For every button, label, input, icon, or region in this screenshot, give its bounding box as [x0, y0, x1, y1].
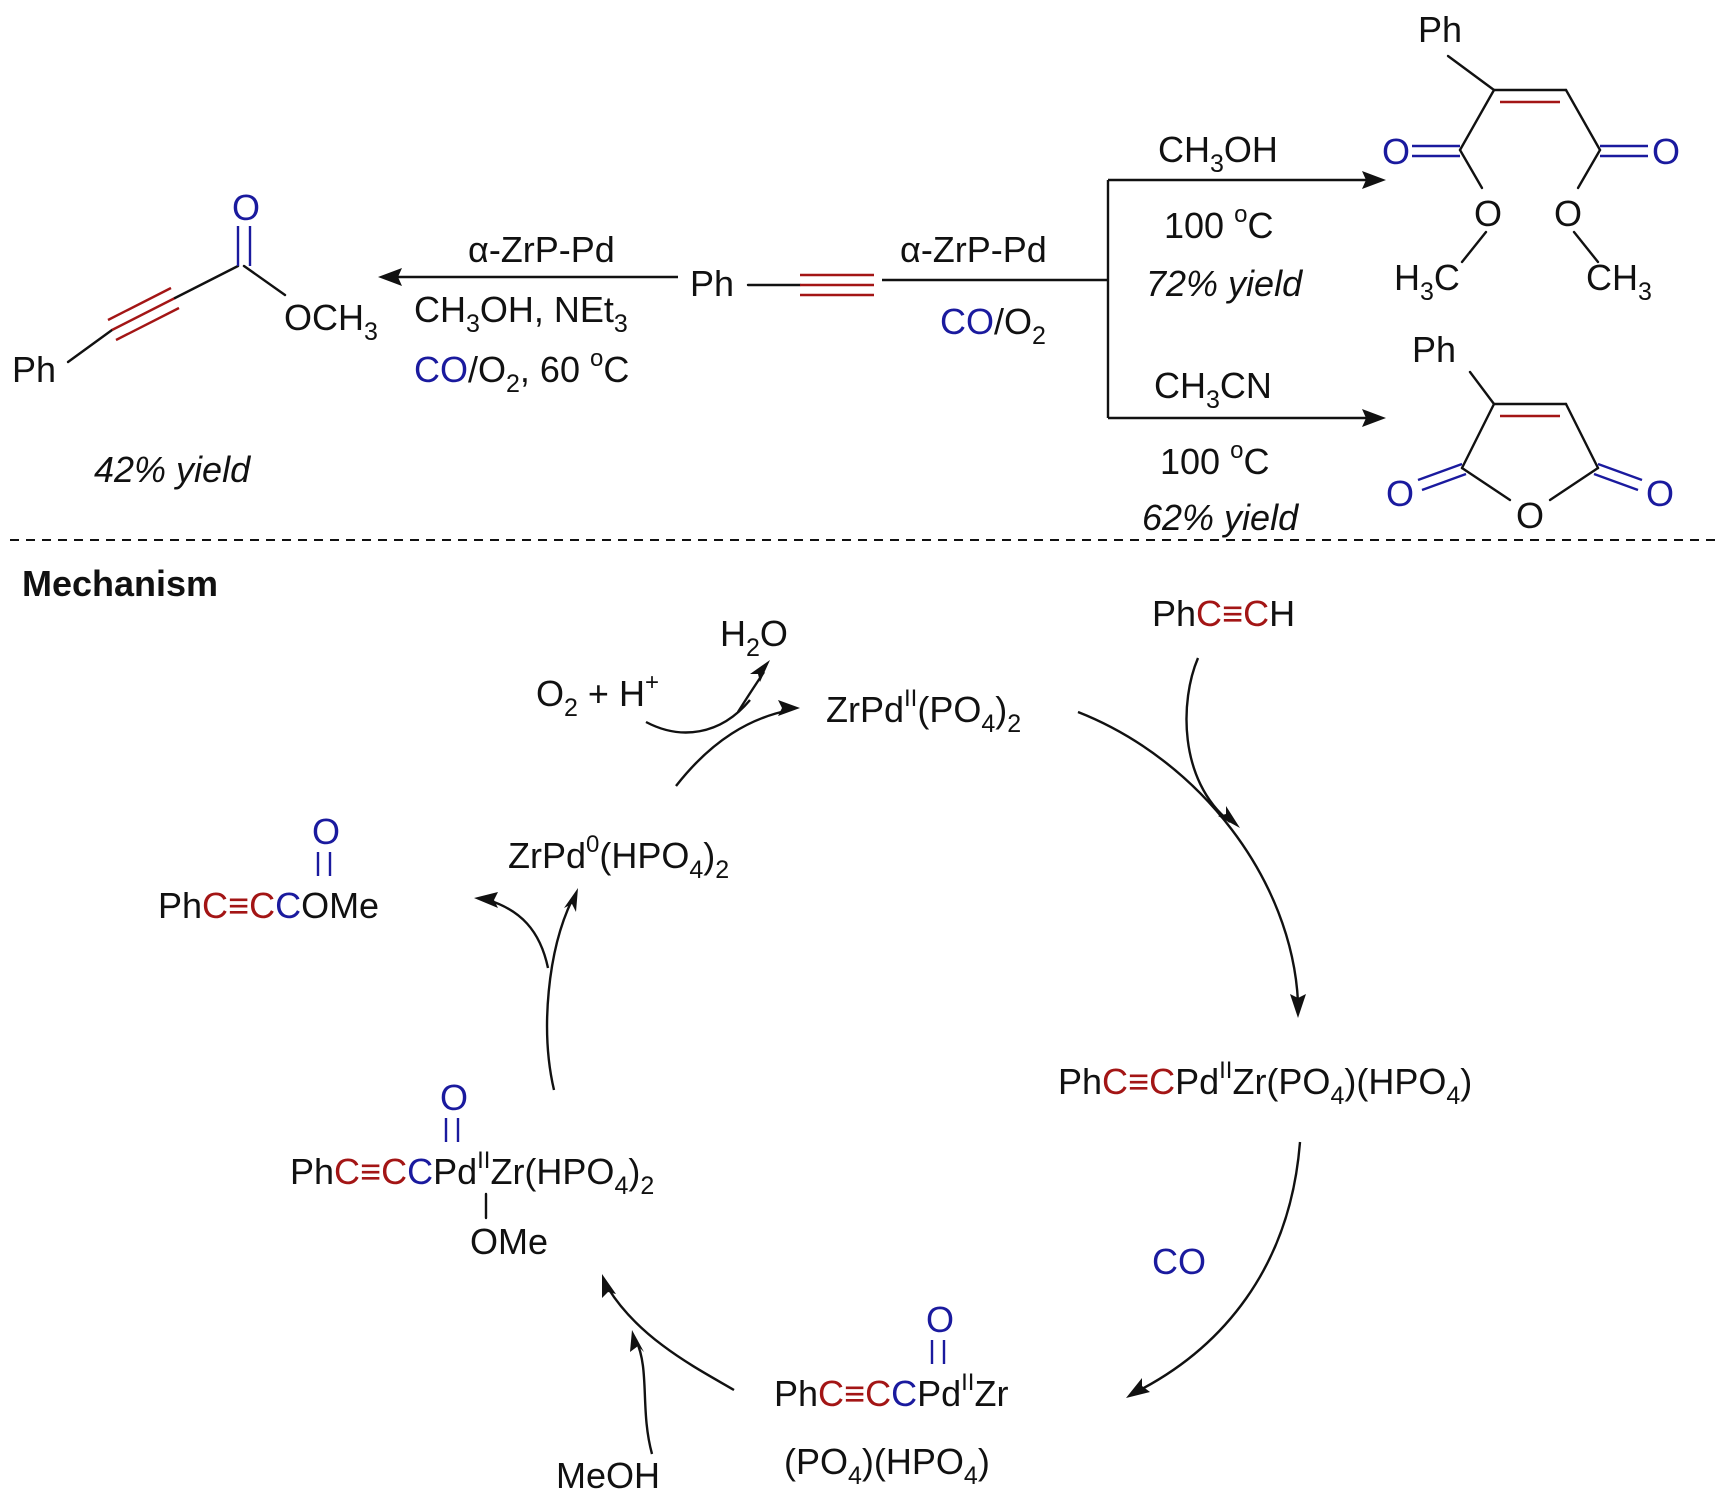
right-reaction-arrows — [882, 171, 1386, 427]
upper-solvent: CH3OH — [1158, 129, 1278, 178]
anhydride-o-right: O — [1646, 473, 1674, 514]
mech-phenylacetylene: PhC≡CH — [1152, 593, 1295, 634]
upper-yield: 72% yield — [1146, 263, 1303, 304]
anhydride-ring-bottom-right — [1548, 466, 1600, 502]
mech-co-label: CO — [1152, 1241, 1206, 1282]
triple-bond-line-1 — [111, 296, 176, 332]
bond-ph-c — [66, 328, 114, 364]
left-reaction-arrow — [378, 268, 678, 286]
mech-water: H2O — [720, 613, 788, 662]
bond-c-carbonyl — [173, 264, 240, 300]
left-product-ph: Ph — [12, 349, 56, 390]
diester-right-o-me — [1572, 230, 1600, 264]
bond-c-ome — [242, 264, 287, 297]
left-catalyst: α-ZrP-Pd — [468, 229, 615, 270]
anhydride-o-left: O — [1386, 473, 1414, 514]
triple-bond-line-3 — [115, 306, 180, 342]
left-conditions: α-ZrP-Pd CH3OH, NEt3 CO/O2, 60 oC — [414, 229, 629, 398]
arrow-meoh-in — [634, 1339, 654, 1455]
lower-yield: 62% yield — [1142, 497, 1299, 538]
anhydride-co-right-1 — [1597, 462, 1643, 482]
mech-ester-product: O PhC≡CCOMe — [158, 811, 379, 926]
diester-ch3: CH3 — [1586, 257, 1652, 306]
anhydride-co-left-1 — [1417, 462, 1463, 482]
diester-bond-left-carbonyl — [1458, 88, 1496, 152]
mech-ester-o: O — [312, 811, 340, 852]
diester-bond-right-carbonyl — [1564, 88, 1602, 152]
mech-methoxy-o: O — [440, 1077, 468, 1118]
diester-ring-o-right: O — [1554, 193, 1582, 234]
anhydride-co-left-2 — [1421, 472, 1467, 492]
left-product-och3: OCH3 — [284, 297, 378, 346]
mech-pd2-species: ZrPdII(PO4)2 — [826, 685, 1021, 738]
mech-methoxy-pd: O PhC≡CCPdIIZr(HPO4)2 OMe — [290, 1077, 654, 1262]
left-product-carbonyl-o: O — [232, 187, 260, 228]
diester-right-c-o — [1576, 148, 1602, 190]
mech-arrows — [474, 657, 1306, 1455]
diester-left-o-me — [1460, 230, 1488, 264]
right-gas: CO/O2 — [940, 301, 1046, 350]
left-solvent: CH3OH, NEt3 — [414, 289, 628, 338]
mech-oxidant: O2 + H+ — [536, 669, 659, 722]
mech-alkynyl-pd: PhC≡CPdIIZr(PO4)(HPO4) — [1058, 1057, 1472, 1110]
arrow-oxidant-in — [645, 699, 751, 734]
diester-ph: Ph — [1418, 9, 1462, 50]
right-catalyst: α-ZrP-Pd — [900, 229, 1047, 270]
arrow-pd2-to-alkynyl — [1077, 710, 1300, 1003]
upper-temp: 100 oC — [1164, 201, 1273, 246]
anhydride-ph: Ph — [1412, 329, 1456, 370]
mech-acyl-formula: PhC≡CCPdIIZr — [774, 1369, 1008, 1414]
anhydride-ring-bottom-left — [1460, 466, 1512, 502]
arrow-pd0-to-pd2 — [675, 708, 791, 787]
anhydride-structure: Ph O O O — [1386, 329, 1674, 536]
left-product-structure: Ph O OCH3 42% yield — [12, 187, 378, 490]
anhydride-ring-left — [1460, 402, 1496, 470]
diester-ring-o-left: O — [1474, 193, 1502, 234]
substrate-structure: Ph — [690, 263, 874, 304]
mech-acyl-o: O — [926, 1299, 954, 1340]
arrow-alkyne-in — [1185, 657, 1231, 823]
diester-o-left: O — [1382, 131, 1410, 172]
mech-acyl-pd: O PhC≡CCPdIIZr (PO4)(HPO4) — [774, 1299, 1008, 1490]
lower-temp: 100 oC — [1160, 437, 1269, 482]
anhydride-bond-ph — [1468, 370, 1496, 406]
diester-h3c: H3C — [1394, 257, 1460, 306]
diester-left-c-o — [1458, 148, 1484, 190]
arrow-ester-out — [487, 898, 550, 969]
diester-o-right: O — [1652, 131, 1680, 172]
mech-acyl-line2: (PO4)(HPO4) — [784, 1441, 990, 1490]
anhydride-co-right-2 — [1593, 472, 1639, 492]
lower-solvent: CH3CN — [1154, 365, 1272, 414]
anhydride-ring-o: O — [1516, 495, 1544, 536]
arrow-acyl-to-methoxy — [606, 1287, 735, 1392]
mech-meoh: MeOH — [556, 1455, 660, 1496]
arrow-methoxy-to-pd0 — [545, 899, 574, 1091]
mech-ester-formula: PhC≡CCOMe — [158, 885, 379, 926]
substrate-ph: Ph — [690, 263, 734, 304]
diester-bond-ph — [1446, 54, 1496, 92]
upper-branch-conditions: CH3OH 100 oC 72% yield — [1146, 129, 1303, 304]
mech-methoxy-formula: PhC≡CCPdIIZr(HPO4)2 — [290, 1147, 654, 1200]
triple-bond-line-2 — [107, 286, 172, 322]
right-conditions: α-ZrP-Pd CO/O2 — [900, 229, 1047, 350]
mech-methoxy-ome: OMe — [470, 1221, 548, 1262]
diester-structure: Ph O O O O H3C CH3 — [1382, 9, 1680, 306]
arrow-alkynyl-to-acyl — [1139, 1141, 1302, 1392]
left-product-yield: 42% yield — [94, 449, 251, 490]
mechanism-heading: Mechanism — [22, 563, 218, 604]
mech-pd0-species: ZrPd0(HPO4)2 — [508, 831, 729, 884]
anhydride-ring-right — [1564, 402, 1600, 470]
lower-branch-conditions: CH3CN 100 oC 62% yield — [1142, 365, 1299, 538]
left-gas-temp: CO/O2, 60 oC — [414, 345, 629, 398]
